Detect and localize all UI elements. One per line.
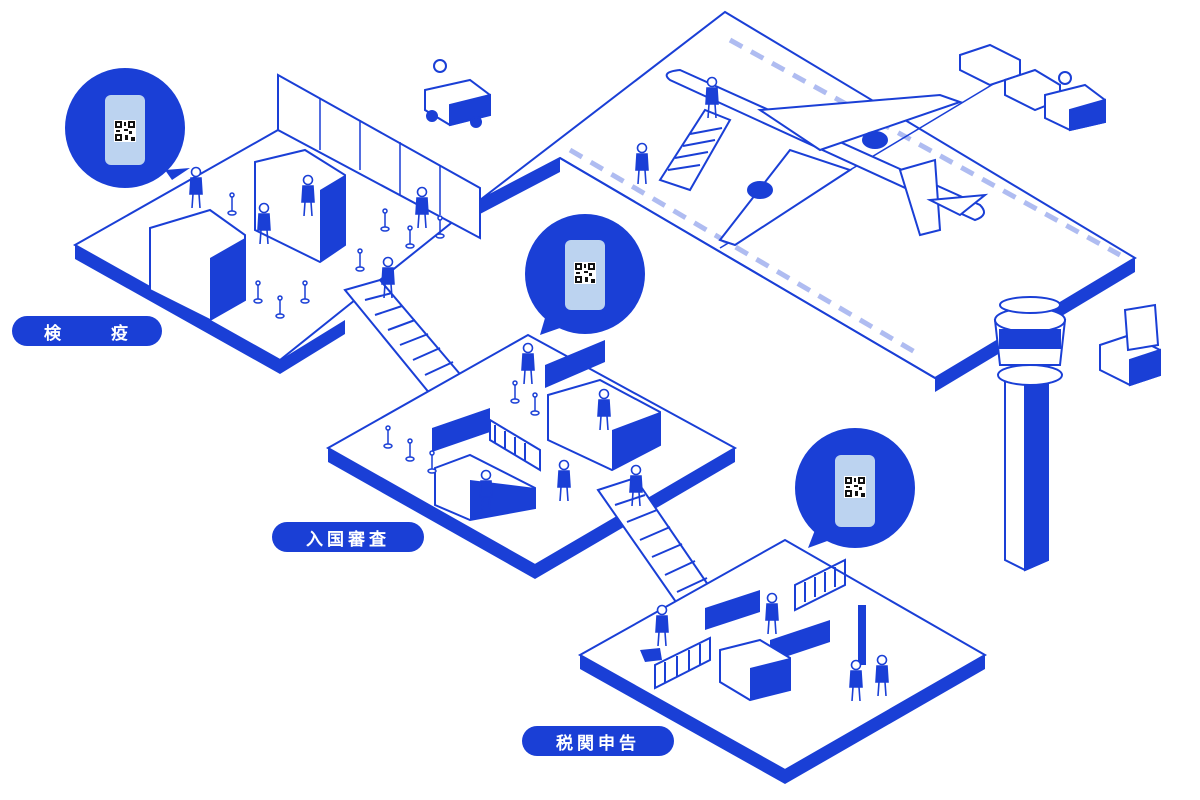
- forklift-icon: [1099, 303, 1161, 387]
- label-immigration: 入国審査: [272, 522, 424, 552]
- airplane-icon: [665, 68, 989, 247]
- customs-area: [577, 538, 988, 784]
- quarantine-area: [72, 73, 483, 374]
- label-customs: 税関申告: [522, 726, 674, 756]
- baggage-cart-train: [959, 43, 1106, 132]
- sniffer-dog-icon: [640, 648, 662, 662]
- qr-code-phone-icon: [795, 428, 915, 548]
- qr-code-phone-icon: [65, 68, 190, 188]
- qr-code-phone-icon: [525, 214, 645, 335]
- boarding-stairs: [658, 108, 732, 192]
- label-quarantine: 検 疫: [12, 316, 162, 346]
- control-tower-icon: [993, 296, 1067, 572]
- baggage-tractor-icon: [424, 59, 491, 128]
